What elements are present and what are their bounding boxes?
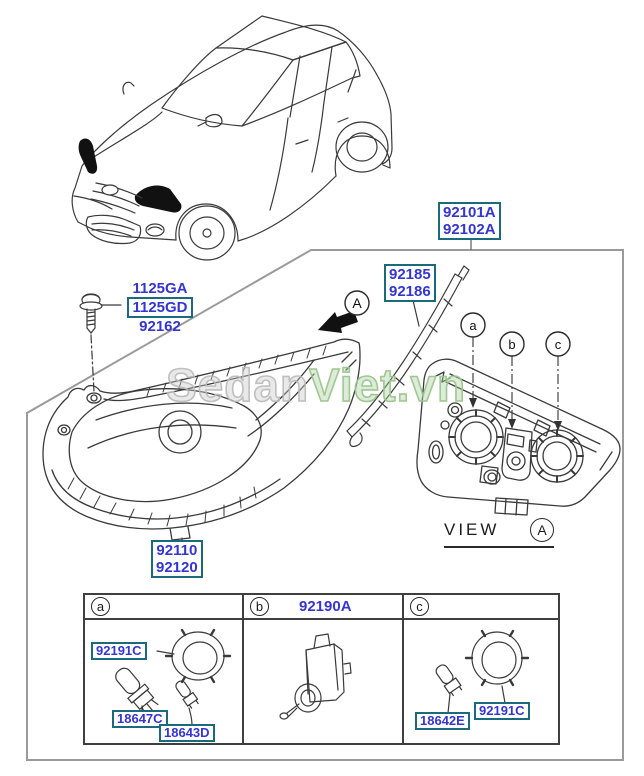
cell-c-drawing (435, 629, 530, 714)
cell-b-drawing (279, 633, 352, 720)
callout-b-letter: b (508, 337, 515, 352)
parts-table-body: 92191C 18647C 18643D (85, 620, 558, 743)
bolt-drawing (79, 293, 122, 393)
headlamp-assembly-drawing (42, 338, 361, 543)
cap-leader-line (501, 685, 506, 704)
view-arrow-circle (344, 290, 370, 316)
part-number: 92102A (443, 221, 496, 238)
part-label-headlamp-unit[interactable]: 92110 92120 (151, 540, 203, 578)
view-a-circle-marker: A (530, 518, 554, 542)
part-label-cap[interactable]: 92191C (474, 702, 530, 720)
position-bulb-drawing (175, 680, 199, 709)
part-number: 92185 (389, 266, 431, 283)
callout-c-letter: c (555, 337, 562, 352)
view-arrow-letter: A (352, 295, 362, 311)
assembly-panel-outline (26, 249, 624, 761)
direction-arrow-icon (318, 311, 358, 333)
small-bulb-leader-line (188, 707, 193, 726)
column-marker-a: a (91, 597, 110, 616)
callout-a: a (460, 312, 486, 408)
callout-c: c (545, 331, 571, 431)
bulb-parts-table: a b 92190A c (83, 593, 560, 745)
part-number: 1125GA (132, 280, 188, 297)
direction-arrow-marker: A (318, 290, 370, 333)
rear-view-drawing (416, 358, 621, 516)
cell-a-drawing (115, 628, 232, 726)
cap-leader-line (156, 650, 175, 655)
part-number: 92120 (156, 559, 198, 576)
part-label-cap[interactable]: 92191C (91, 642, 147, 660)
header-part-number[interactable]: 92190A (299, 598, 352, 615)
part-number: 92162 (139, 318, 181, 335)
far-headlamp-highlight (78, 138, 98, 174)
part-label-headlamp-assembly[interactable]: 92101A 92102A (438, 202, 501, 240)
header-cell-b: b 92190A (244, 595, 404, 618)
car-illustration (71, 15, 393, 261)
part-number: 92186 (389, 283, 431, 300)
part-label-small-bulb[interactable]: 18643D (159, 724, 215, 742)
near-headlamp-highlight (134, 185, 182, 213)
header-cell-a: a (85, 595, 244, 618)
part-number: 92110 (156, 542, 198, 559)
table-cell-b (244, 620, 404, 743)
bolt-centerline (90, 334, 95, 393)
table-cell-c: 92191C 18642E (404, 620, 558, 743)
part-number: 92101A (443, 204, 496, 221)
part-label-trim-strip[interactable]: 92185 92186 (384, 264, 436, 302)
part-label-bolt-group[interactable]: 1125GA 1125GD 92162 (118, 280, 202, 335)
part-label-bulb[interactable]: 18642E (415, 712, 470, 730)
part-number: 1125GD (127, 297, 193, 318)
trim-strip-drawing (346, 265, 470, 448)
parts-table-header: a b 92190A c (85, 595, 558, 620)
view-caption-text: VIEW (444, 520, 500, 539)
callout-b: b (499, 331, 525, 429)
table-cell-a: 92191C 18647C 18643D (85, 620, 244, 743)
bulb-leader-line (447, 693, 451, 714)
part-label-bulb[interactable]: 18647C (112, 710, 168, 728)
brand-logo (101, 184, 119, 196)
view-a-caption: VIEW A (444, 518, 554, 548)
column-marker-c: c (410, 597, 429, 616)
callout-a-letter: a (469, 318, 477, 333)
column-marker-b: b (250, 597, 269, 616)
header-cell-c: c (404, 595, 558, 618)
signal-bulb-drawing (435, 664, 463, 697)
